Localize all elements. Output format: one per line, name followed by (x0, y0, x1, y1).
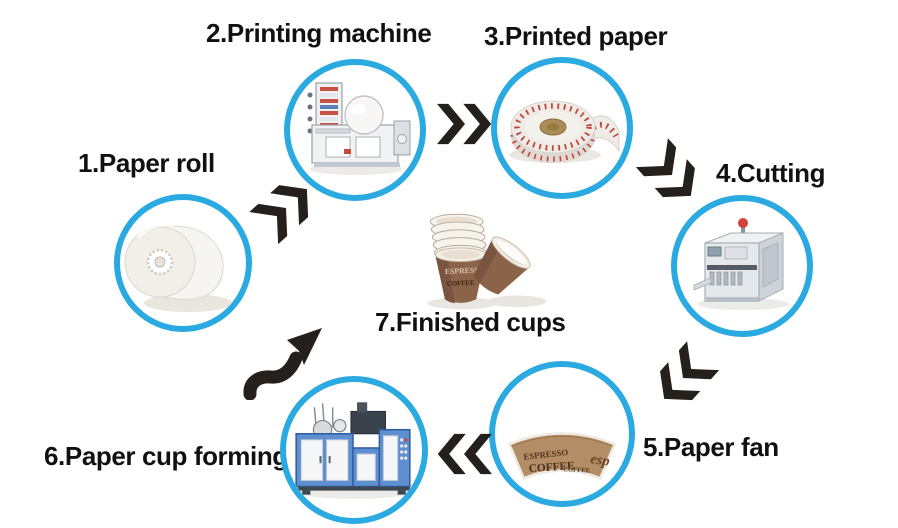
arrow-3-to-4 (635, 137, 709, 212)
cup-word-coffee: COFFEE (447, 280, 475, 288)
fan-word-esp: esp (589, 451, 611, 470)
paper-fan-blank-icon: ESPRESSO COFFEE COFFEE esp (507, 432, 617, 481)
fan-word-coffee-2: COFFEE (563, 466, 591, 474)
printed-paper-roll-icon (509, 100, 620, 163)
finished-cups-art: ESPRESSO COFFEE (408, 206, 554, 310)
label-printing-machine: 2.Printing machine (206, 18, 432, 48)
fan-word-espresso: ESPRESSO (523, 447, 569, 462)
printing-machine-icon (307, 82, 411, 175)
step-circle-printing-machine (284, 59, 426, 201)
cup-forming-machine-icon (295, 402, 411, 499)
label-paper-fan: 5.Paper fan (643, 432, 779, 462)
step-circle-printed-paper (491, 57, 633, 199)
arrow-5-to-6 (436, 432, 492, 476)
label-finished-cups: 7.Finished cups (375, 307, 566, 337)
label-cutting: 4.Cutting (716, 158, 826, 188)
label-paper-cup-forming: 6.Paper cup forming (44, 441, 288, 471)
fan-word-coffee: COFFEE (528, 460, 575, 475)
arrow-6-to-7 (243, 320, 333, 400)
label-paper-roll: 1.Paper roll (78, 148, 215, 178)
step-circle-paper-fan: ESPRESSO COFFEE COFFEE esp (489, 361, 635, 507)
step-circle-cutting-machine (671, 195, 813, 337)
arrow-2-to-3 (437, 102, 493, 146)
cutting-machine-icon (693, 218, 789, 310)
paper-roll-icon (124, 222, 232, 312)
step-circle-cup-forming-machine (280, 376, 428, 524)
label-printed-paper: 3.Printed paper (484, 21, 668, 51)
cup-word-espresso: ESPRESSO (445, 265, 485, 276)
arrow-1-to-2 (248, 171, 323, 245)
finished-cups-icon: ESPRESSO COFFEE (427, 213, 547, 310)
step-circle-paper-roll (114, 194, 252, 332)
arrow-4-to-5 (646, 340, 720, 415)
